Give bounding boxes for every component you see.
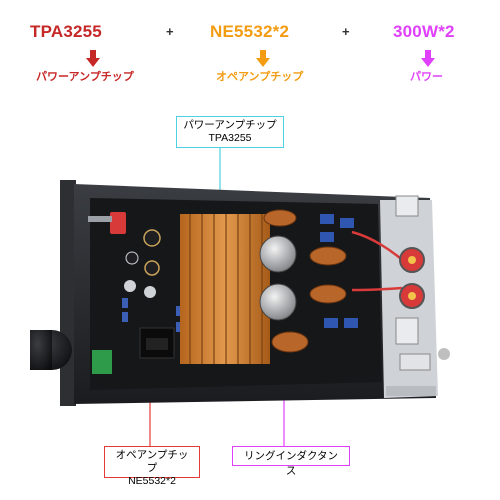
down-arrow-icon — [86, 50, 100, 67]
spec-300w-subtitle: パワー — [410, 71, 443, 83]
callout-ring-inductor-line1: リングインダクタンス — [243, 450, 339, 477]
callout-power-chip: パワーアンプチップ TPA3255 — [176, 116, 284, 148]
spec-300w-title: 300W*2 — [393, 22, 455, 41]
callout-power-chip-line2: TPA3255 — [208, 132, 252, 144]
callout-ring-inductor: リングインダクタンス — [232, 446, 350, 477]
callout-opamp-chip-line2: NE5532*2 — [128, 475, 176, 487]
amplifier-board-image — [30, 180, 450, 406]
spec-ne5532-subtitle: オペアンプチップ — [216, 71, 304, 83]
callout-opamp-chip: オペアンプチップ NE5532*2 — [104, 446, 200, 487]
spec-tpa3255-subtitle: パワーアンプチップ — [36, 71, 134, 83]
spec-ne5532-title: NE5532*2 — [210, 22, 290, 41]
plus-sign-1: + — [166, 24, 174, 39]
callout-power-chip-line1: パワーアンプチップ — [183, 119, 277, 131]
plus-sign-2: + — [342, 24, 350, 39]
callout-opamp-chip-line1: オペアンプチップ — [115, 449, 189, 474]
down-arrow-icon — [421, 50, 435, 67]
down-arrow-icon — [256, 50, 270, 67]
spec-tpa3255-title: TPA3255 — [30, 22, 102, 41]
